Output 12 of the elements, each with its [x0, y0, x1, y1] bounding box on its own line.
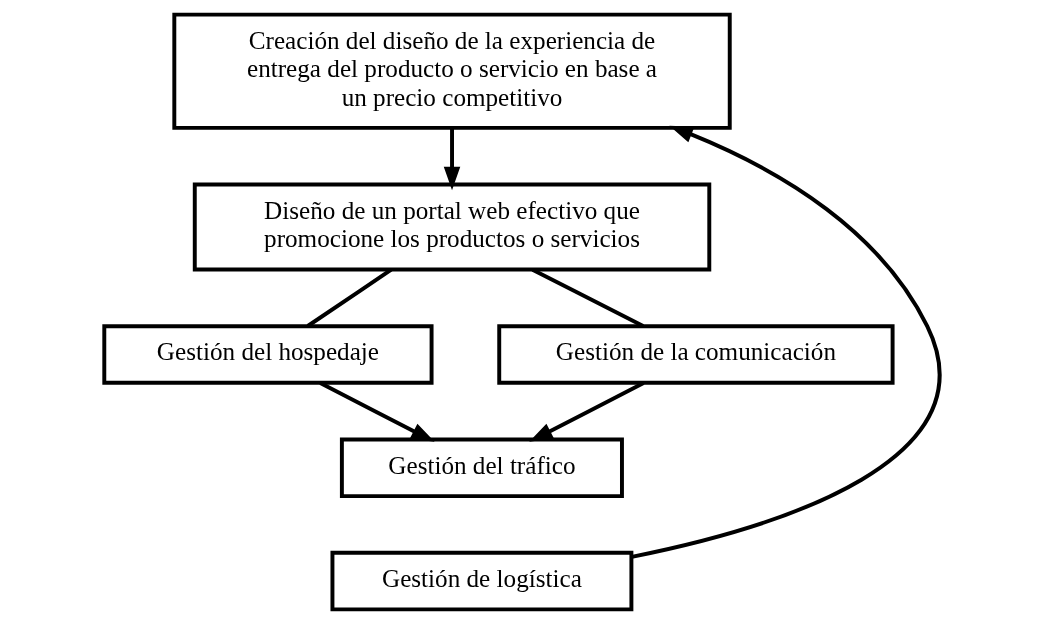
arrow — [318, 381, 435, 442]
arrow — [528, 381, 644, 442]
node-box: Gestión del hospedaje — [101, 324, 434, 385]
node-box: Gestión de logística — [330, 550, 633, 612]
connector — [306, 268, 392, 328]
arrow — [630, 125, 941, 559]
arrow — [443, 127, 460, 191]
node-box: Gestión del tráfico — [339, 437, 624, 499]
connector — [531, 267, 644, 328]
node-box: Diseño de un portal web efectivo que promocione los productos o servicios — [192, 182, 711, 272]
node-box: Gestión de la comunicación — [496, 324, 895, 385]
node-box: Creación del diseño de la experiencia de entrega del producto o servicio en base a un precio competitivo — [171, 12, 732, 130]
